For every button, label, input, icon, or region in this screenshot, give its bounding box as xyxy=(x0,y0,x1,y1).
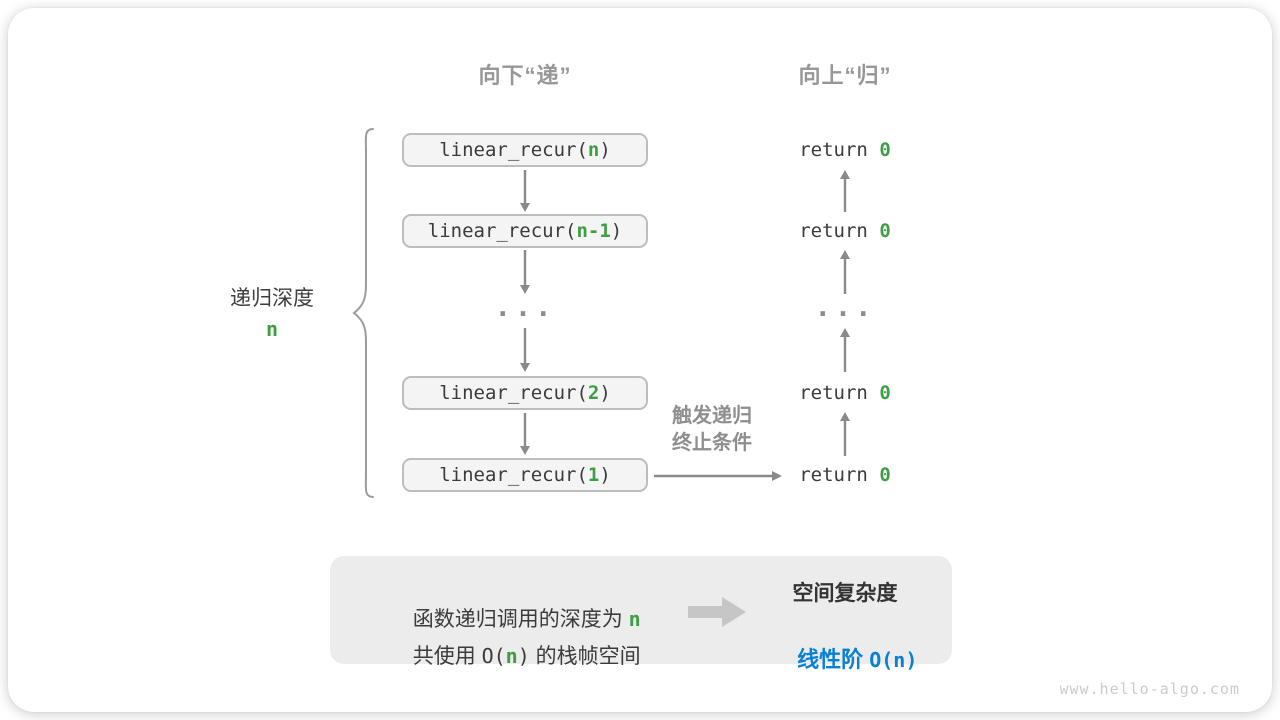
complexity-order-text: 线性阶 xyxy=(797,647,870,672)
summary-text: 的栈帧空间 xyxy=(529,645,641,668)
arrow-down-icon xyxy=(520,250,530,294)
stack-ellipsis: ... xyxy=(494,292,556,323)
code-text: ) xyxy=(599,464,611,486)
header-down-recurse: 向下“递” xyxy=(478,63,572,88)
arrow-up-icon xyxy=(840,250,850,294)
code-text: linear_recur( xyxy=(439,139,588,161)
return-text: return xyxy=(799,220,880,242)
summary-text: 共使用 xyxy=(412,645,482,668)
call-box-n-1: linear_recur(n-1) xyxy=(402,214,648,248)
return-value: 0 xyxy=(879,139,891,161)
header-up-return: 向上“归” xyxy=(798,63,892,88)
summary-n-value: n xyxy=(628,607,641,631)
summary-text: 函数递归调用的深度为 xyxy=(412,608,629,631)
call-box-1: linear_recur(1) xyxy=(402,458,648,492)
return-statement: return 0 xyxy=(725,220,965,242)
implies-arrow-icon xyxy=(688,597,746,627)
arrow-right-icon xyxy=(654,471,782,481)
return-statement: return 0 xyxy=(725,464,965,486)
big-o-text: ) xyxy=(517,644,530,668)
return-text: return xyxy=(799,464,880,486)
return-statement: return 0 xyxy=(725,139,965,161)
arrow-up-icon xyxy=(840,170,850,212)
code-text: linear_recur( xyxy=(439,382,588,404)
site-watermark: www.hello-algo.com xyxy=(1059,680,1240,698)
code-arg: n xyxy=(587,139,600,161)
return-value: 0 xyxy=(879,220,891,242)
code-text: ) xyxy=(610,220,623,242)
call-box-n: linear_recur(n) xyxy=(402,133,648,167)
summary-n-value: n xyxy=(505,644,518,668)
arrow-up-icon xyxy=(840,412,850,456)
arrow-down-icon xyxy=(520,328,530,372)
code-arg: 1 xyxy=(587,464,600,486)
code-text: ) xyxy=(599,139,611,161)
space-complexity-result: 线性阶 O(n) xyxy=(735,616,955,700)
big-o-text: O( xyxy=(481,644,506,668)
return-statement: return 0 xyxy=(725,382,965,404)
summary-left-line2: 共使用 O(n) 的栈帧空间 xyxy=(340,616,690,694)
summary-box xyxy=(330,556,952,664)
base-case-label: 触发递归 终止条件 xyxy=(651,403,773,457)
code-text: ) xyxy=(599,382,611,404)
recursion-depth-label: 递归深度 xyxy=(230,287,314,310)
return-value: 0 xyxy=(879,382,891,404)
return-text: return xyxy=(799,139,880,161)
arrow-down-icon xyxy=(520,413,530,455)
code-arg: 2 xyxy=(587,382,600,404)
brace-icon xyxy=(352,128,374,498)
big-o-notation: O(n) xyxy=(869,648,918,672)
arrow-down-icon xyxy=(520,170,530,212)
arrow-up-icon xyxy=(840,328,850,372)
return-value: 0 xyxy=(879,464,891,486)
return-ellipsis: ... xyxy=(814,292,876,323)
code-text: linear_recur( xyxy=(427,220,577,242)
base-case-label-line2: 终止条件 xyxy=(672,432,752,454)
call-box-2: linear_recur(2) xyxy=(402,376,648,410)
return-text: return xyxy=(799,382,880,404)
code-arg: n-1 xyxy=(576,220,611,242)
code-text: linear_recur( xyxy=(439,464,588,486)
base-case-label-line1: 触发递归 xyxy=(672,405,752,427)
space-complexity-title: 空间复杂度 xyxy=(792,582,898,605)
recursion-depth-value: n xyxy=(265,317,279,341)
summary-left-line1: 函数递归调用的深度为 n xyxy=(340,579,690,657)
